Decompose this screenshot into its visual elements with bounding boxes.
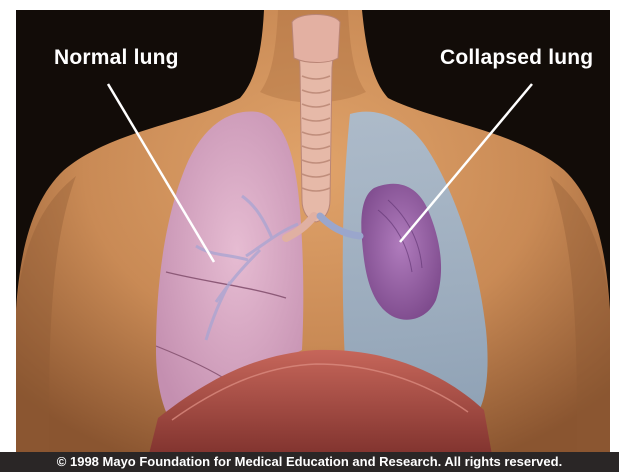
- copyright-notice: © 1998 Mayo Foundation for Medical Educa…: [0, 452, 619, 472]
- normal-lung-label: Normal lung: [54, 46, 179, 70]
- chest-anatomy-illustration: [16, 10, 610, 466]
- collapsed-lung-label: Collapsed lung: [440, 46, 593, 70]
- larynx: [292, 15, 340, 63]
